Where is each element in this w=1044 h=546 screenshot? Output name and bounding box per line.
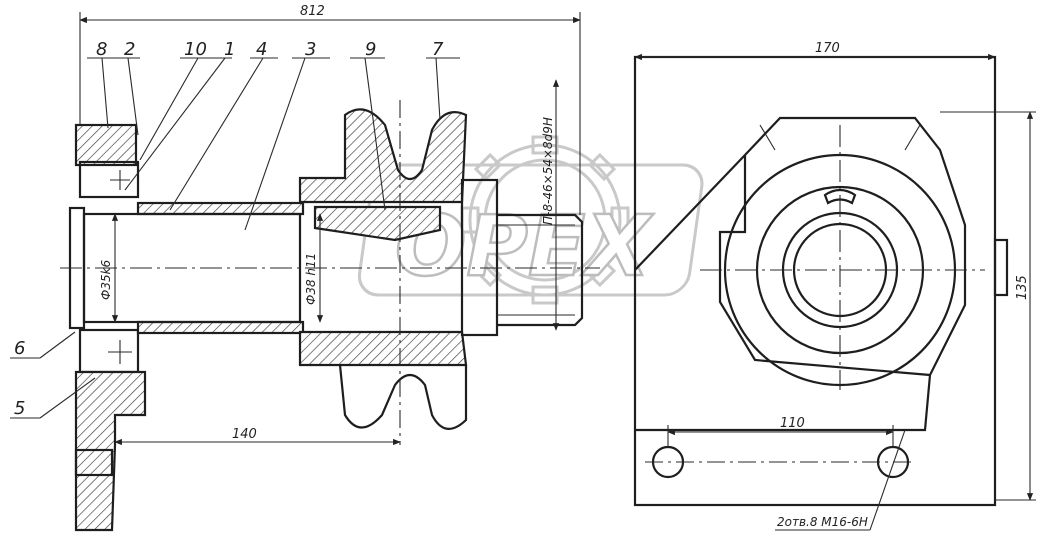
key-part-9 [313, 205, 442, 242]
dim-height: 135 [1015, 275, 1030, 300]
part-number-4: 4 [256, 39, 267, 60]
part-number-2: 2 [124, 39, 135, 60]
retaining-ring [823, 188, 857, 205]
part-number-3: 3 [305, 39, 316, 60]
dim-hole-spacing: 110 [780, 416, 805, 431]
section-view: 812 140 Ф35k6 Ф38 h11 П-8-46×54×8d9Н [10, 4, 600, 532]
part-number-10: 10 [184, 39, 207, 60]
sleeve-bottom [136, 320, 305, 335]
dim-overall-length: 812 [300, 4, 325, 19]
holes-note: 2отв.8 М16-6Н [777, 515, 868, 529]
dim-shaft-offset: 140 [232, 427, 257, 442]
housing-outline [634, 116, 967, 432]
part-number-5: 5 [14, 398, 25, 419]
dim-dia-shaft: Ф35k6 [99, 259, 113, 300]
part-number-9: 9 [365, 39, 376, 60]
dim-dia-bore: Ф38 h11 [304, 253, 318, 305]
part-number-8: 8 [96, 39, 107, 60]
part-number-7: 7 [432, 39, 444, 60]
flange-top [74, 123, 138, 167]
spline-end [497, 213, 584, 327]
pulley-face [460, 178, 499, 337]
part-number-6: 6 [14, 338, 25, 359]
flange-upper-bore [78, 160, 140, 199]
pulley-top [298, 108, 468, 204]
end-view: 170 135 110 2отв.8 М16-6Н [633, 41, 1036, 531]
flange-bolt-slot [74, 448, 114, 477]
dim-thread: П-8-46×54×8d9Н [541, 117, 555, 225]
sleeve-top [136, 201, 305, 216]
pulley-hub-bottom [298, 330, 468, 367]
side-boss [993, 238, 1009, 297]
pulley-bottom [338, 364, 468, 430]
base-plate [633, 55, 997, 507]
dim-width: 170 [815, 41, 840, 56]
flange-lower-bore [78, 328, 140, 374]
part-number-1: 1 [224, 39, 235, 60]
